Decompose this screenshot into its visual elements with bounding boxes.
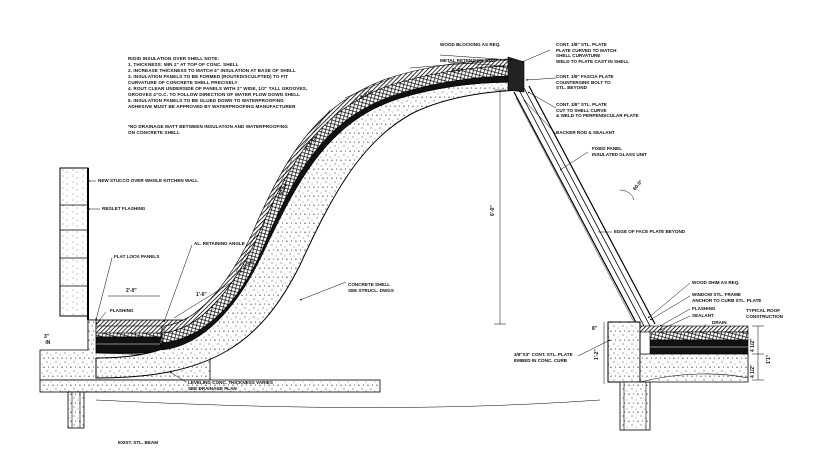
insulation-note-line: GROOVES 4"O.C. TO FOLLOW DIRECTION OF WA… <box>128 92 301 97</box>
label-leveling-conc: LEVELING CONC. THICKNESS VARIES SEE DRAI… <box>188 380 273 391</box>
dim-left-level: 3" IN <box>44 334 51 346</box>
insulation-note-line: 5. INSULATION PANELS TO BE GLUED DOWN TO… <box>128 98 284 103</box>
dim-seg5: 1'-6" <box>196 292 207 298</box>
label-window-frame: WINDOW STL. FRAME ANCHOR TO CURB STL. PL… <box>692 292 762 303</box>
insulation-note-line: CURVATURE OF CONCRETE SHELL PRECISELY <box>128 80 238 85</box>
dim-right-1: 4 1/2" <box>750 338 756 353</box>
glass-unit <box>513 85 656 331</box>
label-flat-lock-panels: FLAT LOCK PANELS <box>114 254 160 259</box>
dim-curb-top: 8" <box>592 326 598 332</box>
label-fixed-panel: FIXED PANEL INSULATED GLASS UNIT <box>592 146 648 157</box>
insulation-note-line: 3. INSULATION PANELS TO BE FORMED (ROUTE… <box>128 74 289 79</box>
label-cont-stl-plate-1: CONT. 3/8" STL. PLATE PLATE CURVED TO MA… <box>556 42 630 64</box>
dim-left-flat: 2'-0" <box>126 288 137 294</box>
label-embed-plate: 3/8"X3" CONT. STL. PLATE EMBED IN CONC. … <box>514 352 573 363</box>
insulation-note-line: 1. THICKNESS: MIN 2" AT TOP OF CONC. SHE… <box>128 62 239 67</box>
label-reglet-flashing: REGLET FLASHING <box>102 206 146 211</box>
label-concrete-shell: CONCRETE SHELL SEE STRUCL. DWGS <box>348 282 394 293</box>
concrete-shell <box>95 56 525 379</box>
right-curb <box>607 321 749 431</box>
label-typical-roof: TYPICAL ROOF CONSTRUCTION <box>746 308 784 319</box>
label-wood-shim: WOOD SHIM AS REQ. <box>692 280 740 285</box>
label-cont-fascia-plate: CONT. 3/8" FASCIA PLATE COUNTERSINK BOLT… <box>556 74 614 91</box>
ground-line <box>95 399 601 408</box>
label-backer-rod: BACKER ROD & SEALANT <box>556 130 615 135</box>
label-cont-stl-plate-2: CONT. 3/8" STL. PLATE CUT TO SHELL CURVE… <box>556 102 639 119</box>
label-flashing-right: FLASHING <box>692 306 716 311</box>
label-new-stucco: NEW STUCCO OVER WHOLE KITCHEN WALL <box>98 178 199 183</box>
leader-lines <box>87 49 707 383</box>
insulation-note-line: ADHESIVE MUST BE APPROVED BY WATERPROOFI… <box>128 104 296 109</box>
insulation-note-line: 2. INCREASE THICKNESS TO MATCH 4" INSULA… <box>128 68 296 73</box>
dim-top-span: 5'-6" <box>452 68 463 74</box>
label-flashing-left: FLASHING <box>110 308 134 313</box>
insulation-note-title: RIGID INSULATION OVER SHELL NOTE: <box>128 56 220 61</box>
insulation-note-line: 4. ROUT CLEAR UNDERSIDE OF PANELS WITH 2… <box>128 86 308 91</box>
kitchen-wall <box>59 167 89 320</box>
dim-height: 6'-0" <box>490 205 496 216</box>
label-sealant: SEALANT <box>692 313 714 318</box>
insulation-footnote-line: ON CONCRETE SHELL <box>128 130 180 135</box>
insulation-footnote-line: *NO DRAINAGE MATT BETWEEN INSULATION AND… <box>128 124 288 129</box>
label-metal-retention-stop: METAL RETENSION STOP <box>440 58 498 63</box>
label-wood-blocking-top: WOOD BLOCKING AS REQ. <box>440 42 501 47</box>
label-bottom-cut: EXIST. STL. BEAM <box>118 440 159 445</box>
dimension-lines <box>108 59 764 384</box>
dim-right-3: 1'1" <box>766 354 772 364</box>
dim-right-2: 4 1/2" <box>750 364 756 379</box>
label-al-retaining-angle: AL. RETAINING ANGLE <box>194 241 245 246</box>
label-drain: DRAIN <box>712 320 727 325</box>
dim-curb-height: 1'-2" <box>594 349 600 360</box>
label-edge-face-plate: EDGE OF FACE PLATE BEYOND <box>614 229 686 234</box>
